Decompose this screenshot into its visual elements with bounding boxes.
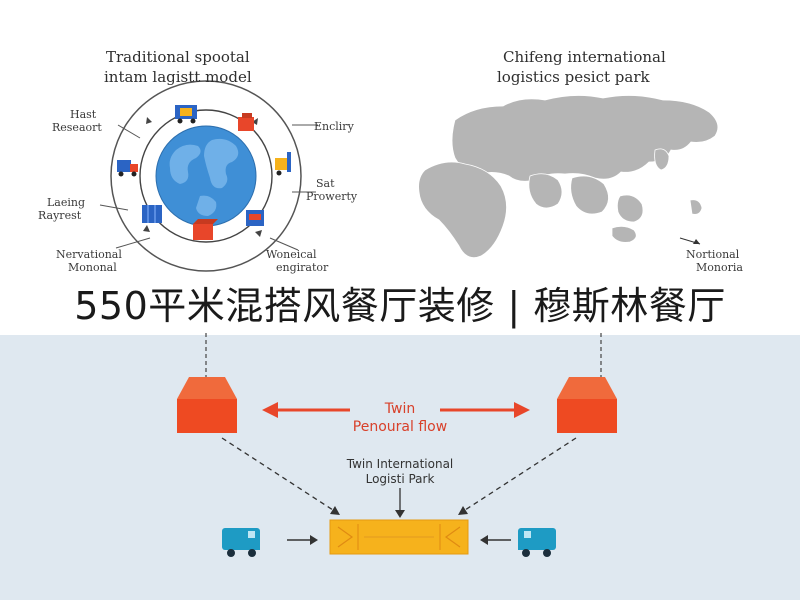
container-icon (246, 210, 264, 226)
right-cargo-box (557, 377, 617, 433)
label-top-left-2: Reseaort (52, 121, 102, 134)
flow-arrowhead-right (514, 402, 530, 418)
right-truck-icon (518, 528, 556, 557)
map-label-1: Nortional (686, 248, 740, 261)
flow-label-line2: Penoural flow (352, 419, 448, 435)
package-icon (238, 113, 254, 131)
ring-arrow (255, 230, 262, 237)
label-mid-right-1: Sat (316, 177, 335, 190)
truck-arrowhead-right (480, 535, 488, 545)
map-label-2: Monoria (696, 261, 743, 274)
right-panel-title-line1: Chifeng international (503, 48, 666, 66)
package-icon (193, 219, 218, 240)
truck-arrowhead-left (310, 535, 318, 545)
outer-ring (110, 80, 302, 272)
label-mid-right-2: Prowerty (306, 190, 358, 203)
globe-icon (155, 125, 257, 227)
ring-arrow (146, 117, 152, 124)
pointer-line (269, 237, 299, 251)
inner-ring (139, 109, 273, 243)
pointer-line (117, 124, 141, 139)
pointer-line (115, 237, 151, 249)
truck-icon (117, 160, 138, 177)
left-panel-title-line2: intam lagistt model (104, 68, 252, 86)
label-mid-left-2: Rayrest (38, 209, 82, 222)
label-top-right: Encliry (314, 120, 354, 133)
flow-arrowhead-left (262, 402, 278, 418)
banner-title: 550平米混搭风餐厅装修 | 穆斯林餐厅 (74, 284, 726, 328)
dashed-arrow-to-hub (461, 437, 577, 513)
label-bottom-right-2: engirator (276, 261, 329, 274)
left-cargo-box (177, 377, 237, 433)
park-arrowhead (395, 510, 405, 518)
flow-label-line1: Twin (384, 401, 416, 417)
dashed-arrow-to-hub (221, 437, 337, 513)
bottom-background (0, 335, 800, 600)
park-label-line1: Twin International (346, 457, 454, 471)
world-map (418, 95, 719, 259)
label-bottom-left-1: Nervational (56, 248, 122, 261)
ring-arrow (143, 225, 150, 232)
logistics-hub (329, 519, 469, 555)
left-truck-icon (222, 528, 260, 557)
forklift-icon (275, 152, 291, 176)
park-label-line2: Logisti Park (365, 472, 435, 486)
truck-icon (175, 105, 197, 124)
left-panel-title-line1: Traditional spootal (106, 48, 250, 66)
ring-arrow (252, 118, 258, 125)
hub-arrowhead (330, 506, 340, 515)
hub-arrowhead (458, 506, 468, 515)
map-pointer-arrow (693, 239, 700, 244)
label-top-left-1: Hast (70, 108, 97, 121)
label-bottom-left-2: Mononal (68, 261, 117, 274)
cargo-icon (142, 205, 162, 223)
right-panel-title-line2: logistics pesict park (497, 68, 650, 86)
label-bottom-right-1: Woneical (266, 248, 317, 261)
pointer-line (99, 204, 129, 211)
label-mid-left-1: Laeing (47, 196, 86, 209)
